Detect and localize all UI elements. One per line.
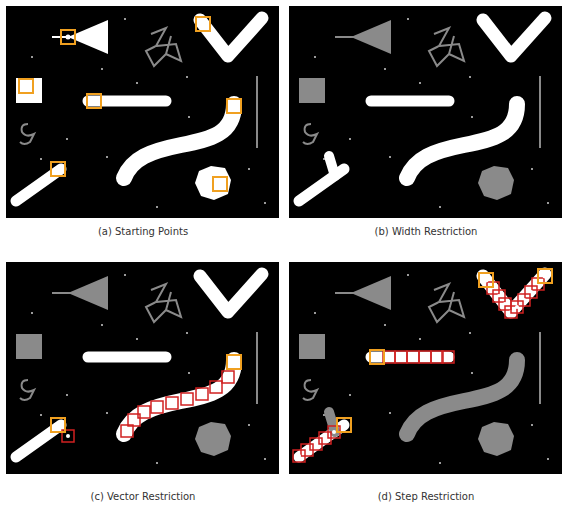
panel-caption: (d) Step Restriction: [378, 491, 475, 502]
panel-caption: (b) Width Restriction: [375, 226, 478, 237]
panel-caption: (c) Vector Restriction: [91, 491, 196, 502]
panel-caption: (a) Starting Points: [98, 226, 188, 237]
